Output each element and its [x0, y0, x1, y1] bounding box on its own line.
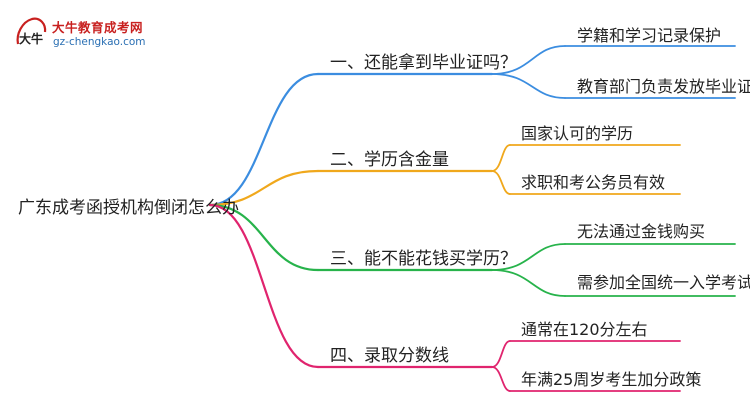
branch-4-leaf-1: 通常在120分左右: [521, 320, 648, 339]
logo-title: 大牛教育成考网: [52, 20, 144, 35]
branch-3-connector: [208, 203, 320, 272]
branch-4-label: 四、录取分数线: [330, 346, 449, 366]
branch-1-leaf-2: 教育部门负责发放毕业证: [577, 77, 750, 96]
branch-1-leaf-1-connector: [491, 45, 566, 75]
branch-2-label: 二、学历含金量: [330, 150, 449, 170]
branch-2-leaf-2-connector: [491, 170, 511, 195]
site-logo[interactable]: 大牛 大牛教育成考网 gz-chengkao.com: [12, 12, 162, 56]
logo-mark-icon: 大牛: [16, 17, 47, 46]
branch-3-leaf-2: 需参加全国统一入学考试: [577, 273, 750, 292]
branch-2-leaf-1-connector: [491, 144, 511, 172]
branch-2-leaf-2: 求职和考公务员有效: [521, 173, 666, 192]
branch-3-leaf-2-connector: [491, 269, 566, 297]
branch-1-label: 一、还能拿到毕业证吗？: [330, 53, 517, 73]
logo-url: gz-chengkao.com: [53, 36, 146, 48]
mindmap-root: 广东成考函授机构倒闭怎么办: [18, 198, 239, 218]
branch-1-leaf-1: 学籍和学习记录保护: [577, 26, 722, 45]
branch-2-leaf-1: 国家认可的学历: [521, 124, 634, 143]
branch-3-leaf-1: 无法通过金钱购买: [577, 222, 706, 241]
branch-4-leaf-2-connector: [491, 366, 511, 392]
branch-2-connector: [208, 169, 320, 207]
branch-1-connector: [208, 72, 320, 207]
branch-4-leaf-2: 年满25周岁考生加分政策: [521, 370, 702, 389]
branch-4-connector: [208, 203, 320, 369]
branch-3-label: 三、能不能花钱买学历？: [330, 249, 517, 269]
branch-1-leaf-2-connector: [491, 73, 566, 99]
logo-mark-text: 大牛: [19, 31, 43, 46]
branch-3-leaf-1-connector: [491, 243, 566, 271]
branch-4-leaf-1-connector: [491, 340, 511, 368]
